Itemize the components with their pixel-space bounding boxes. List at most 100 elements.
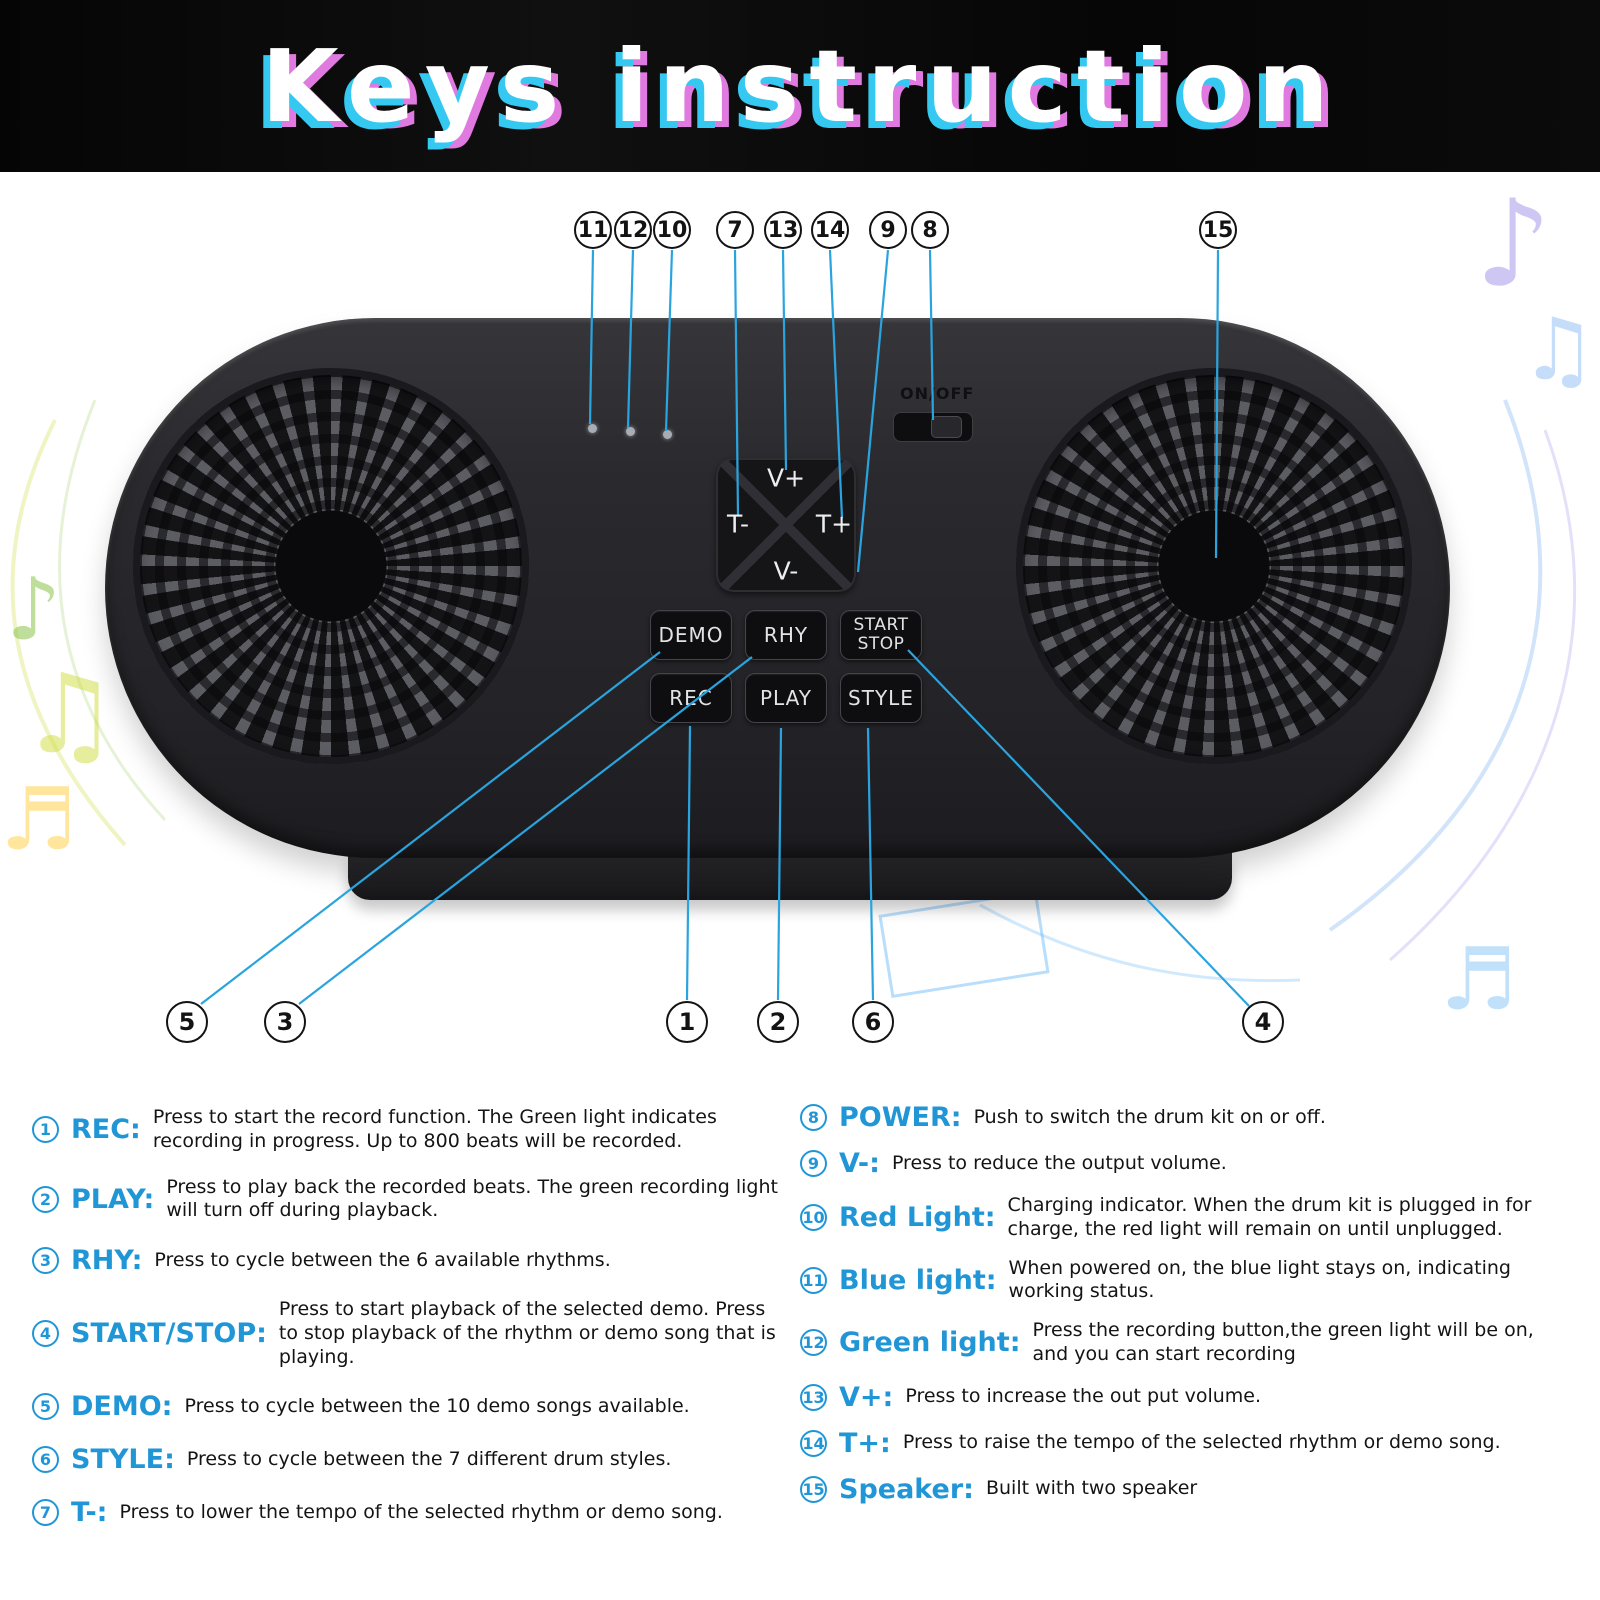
music-note-icon: ♪ [6,560,61,660]
rec-key: REC [650,673,732,723]
play-key: PLAY [745,673,827,723]
rhy-key: RHY [745,610,827,660]
legend-item-volume-up: 13 V+: Press to increase the out put vol… [800,1382,1575,1413]
callout-6: 6 [852,1001,894,1043]
callout-12: 12 [614,211,652,249]
legend-desc: Push to switch the drum kit on or off. [973,1105,1326,1128]
legend-label: POWER: [839,1102,962,1133]
legend-label: STYLE: [71,1444,175,1476]
drum-kit-device: ON/OFF V+ T- T+ V- DEMO RHY START STOP R… [105,318,1450,858]
legend-desc: Press the recording button,the green lig… [1032,1319,1534,1365]
legend-desc: Press to play back the recorded beats. T… [166,1175,778,1222]
legend-desc: Charging indicator. When the drum kit is… [1007,1194,1532,1240]
legend-desc: Built with two speaker [985,1477,1198,1500]
legend-number-badge: 13 [800,1383,827,1411]
legend-label: Red Light: [839,1202,996,1234]
legend-label: DEMO: [71,1391,173,1423]
decor-parallelogram [878,890,1050,998]
legend-desc: Press to cycle between the 6 available r… [154,1248,611,1271]
callout-9: 9 [869,211,907,249]
legend-item-rec: 1 REC: Press to start the record functio… [32,1106,780,1154]
left-speaker [133,368,529,764]
legend-number-badge: 9 [800,1150,827,1177]
legend-label: Green light: [839,1327,1021,1359]
legend-desc: When powered on, the blue light stays on… [1008,1256,1511,1303]
legend-desc: Press to start playback of the selected … [278,1298,776,1368]
legend-item-tempo-up: 14 T+: Press to raise the tempo of the s… [800,1428,1575,1459]
legend-item-play: 2 PLAY: Press to play back the recorded … [32,1176,780,1224]
legend-item-speaker: 15 Speaker: Built with two speaker [800,1474,1575,1505]
legend-item-blue-light: 11 Blue light: When powered on, the blue… [800,1257,1575,1305]
legend-number-badge: 6 [32,1446,59,1474]
callout-1: 1 [666,1001,708,1043]
legend-label: T+: [839,1427,891,1459]
legend-label: PLAY: [71,1183,155,1215]
callout-15: 15 [1199,211,1237,249]
legend-number-badge: 2 [32,1185,59,1213]
legend-number-badge: 4 [32,1320,59,1348]
volume-down-key: V- [773,556,799,586]
legend-label: Blue light: [839,1264,997,1296]
legend-number-badge: 15 [800,1475,827,1503]
legend-number-badge: 3 [32,1247,59,1274]
legend-item-volume-down: 9 V-: Press to reduce the output volume. [800,1148,1575,1179]
callout-5: 5 [166,1001,208,1043]
legend-item-start-stop: 4 START/STOP: Press to start playback of… [32,1298,780,1369]
callout-10: 10 [653,211,691,249]
power-switch-knob [931,416,962,438]
legend-label: RHY: [71,1245,143,1276]
style-key: STYLE [840,673,922,723]
callout-8: 8 [911,211,949,249]
tempo-up-key: T+ [815,509,853,539]
legend-desc: Press to raise the tempo of the selected… [902,1431,1501,1454]
legend-item-demo: 5 DEMO: Press to cycle between the 10 de… [32,1391,780,1422]
blue-light-led [588,424,597,433]
legend-desc: Press to reduce the output volume. [891,1151,1227,1174]
legend-item-green-light: 12 Green light: Press the recording butt… [800,1319,1575,1367]
legend-number-badge: 11 [800,1266,827,1294]
legend-label: Speaker: [839,1473,974,1505]
volume-up-key: V+ [766,463,806,493]
legend-number-badge: 14 [800,1429,827,1457]
tempo-down-key: T- [727,509,749,539]
legend-number-badge: 8 [800,1104,827,1131]
legend-desc: Press to cycle between the 7 different d… [186,1447,672,1470]
legend-label: REC: [71,1114,141,1146]
legend-number-badge: 10 [800,1204,827,1232]
power-switch-label: ON/OFF [900,384,975,403]
legend-number-badge: 7 [32,1499,59,1527]
music-note-icon: ♬ [0,770,78,870]
legend-number-badge: 5 [32,1393,59,1421]
legend-item-red-light: 10 Red Light: Charging indicator. When t… [800,1194,1575,1242]
start-stop-key: START STOP [840,610,922,660]
red-light-led [663,430,672,439]
start-label: START [853,615,909,636]
key-panel: DEMO RHY START STOP REC PLAY STYLE [650,610,922,723]
legend-label: V+: [839,1381,894,1413]
legend-item-style: 6 STYLE: Press to cycle between the 7 di… [32,1444,780,1475]
page-title: Keys instruction [261,27,1339,145]
legend-label: START/STOP: [71,1318,267,1350]
legend-number-badge: 1 [32,1116,59,1144]
music-note-icon: ♫ [1520,300,1598,400]
device-base [348,852,1232,900]
legend-right-column: 8 POWER: Push to switch the drum kit on … [800,1102,1575,1505]
legend-item-power: 8 POWER: Push to switch the drum kit on … [800,1102,1575,1133]
callout-14: 14 [811,211,849,249]
title-banner: Keys instruction [0,0,1600,172]
legend-label: T-: [71,1497,108,1529]
right-speaker [1016,368,1412,764]
music-note-icon: ♪ [1475,175,1552,314]
legend-left-column: 1 REC: Press to start the record functio… [32,1106,780,1528]
legend-item-rhy: 3 RHY: Press to cycle between the 6 avai… [32,1245,780,1276]
demo-key: DEMO [650,610,732,660]
legend-desc: Press to increase the out put volume. [905,1385,1262,1408]
legend-number-badge: 12 [800,1329,827,1357]
power-switch [893,412,973,442]
legend-desc: Press to start the record function. The … [152,1106,717,1152]
legend-desc: Press to cycle between the 10 demo songs… [184,1394,690,1417]
legend-label: V-: [839,1148,880,1179]
legend-desc: Press to lower the tempo of the selected… [119,1500,723,1523]
callout-7: 7 [716,211,754,249]
